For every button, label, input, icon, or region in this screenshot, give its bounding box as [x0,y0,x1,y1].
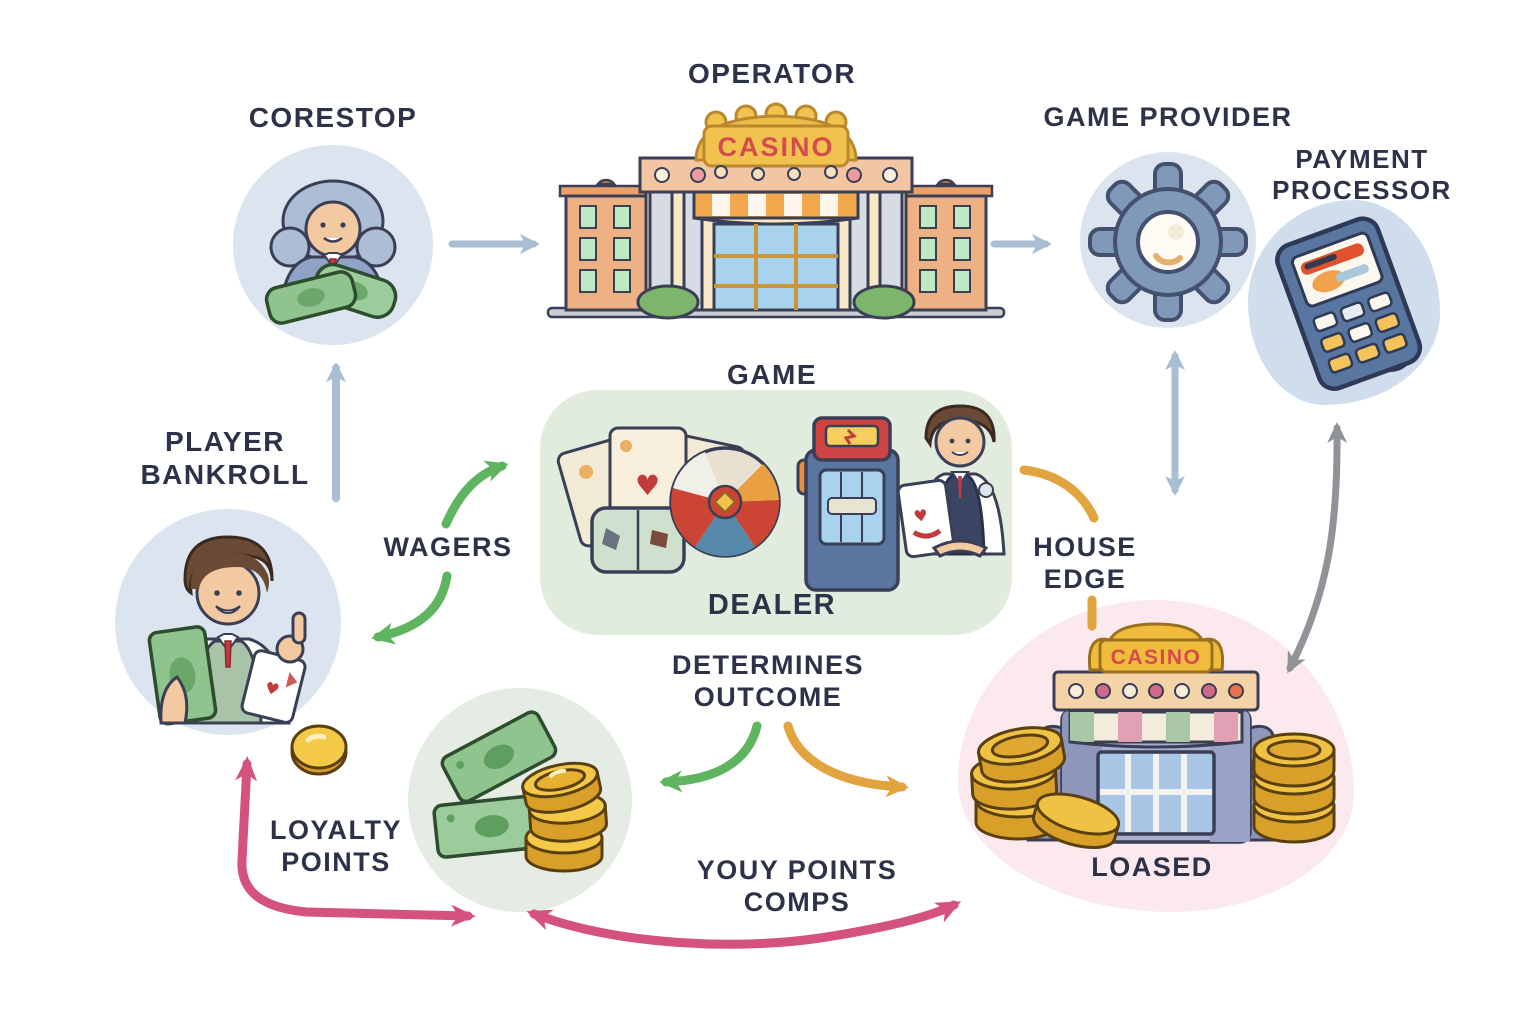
arrow-wagers-to-player [371,571,452,645]
money-bills-coins-icon [408,688,632,912]
player-bankroll-label: PLAYER BANKROLL [140,426,310,491]
loyalty-points-label: LOYALTY POINTS [269,815,403,877]
game-label: GAME [727,359,817,390]
casino-storefront-coins-icon: CASINO [958,600,1354,912]
wagers-label: WAGERS [383,532,513,562]
arrow-outcome-to-house [783,721,909,798]
house-edge-label: HOUSE EDGE [1033,532,1137,594]
svg-text:♥: ♥ [263,678,282,700]
house-casino-sign: CASINO [1111,646,1202,669]
dealer-label: DEALER [707,589,837,621]
arrow-game-to-house-edge [1019,465,1099,523]
svg-text:♥: ♥ [912,505,929,526]
player-person-icon: ♥ [115,509,341,735]
cards-dice-roulette-slot-dealer-icon: ♥ [540,390,1012,635]
operator-label: OPERATOR [687,58,857,89]
determines-outcome-label: DETERMINES OUTCOME [671,650,865,712]
points-comps-label: YOUY POINTS COMPS [696,855,898,917]
casino-building-icon: CASINO [546,100,1006,330]
arrow-outcome-to-winnings [659,721,762,793]
corestop-label: CORESTOP [248,102,418,133]
gear-icon [1080,152,1256,328]
payment-processor-label: PAYMENT PROCESSOR [1272,144,1452,205]
loased-label: LOASED [1091,852,1213,882]
payment-terminal-icon [1258,210,1438,400]
gold-coin-icon [288,722,350,778]
svg-text:♥: ♥ [635,469,660,502]
game-provider-label: GAME PROVIDER [1043,102,1293,132]
operator-casino-sign: CASINO [717,132,834,162]
arrow-wagers-to-game [441,460,509,529]
cashier-person-icon [233,145,433,345]
